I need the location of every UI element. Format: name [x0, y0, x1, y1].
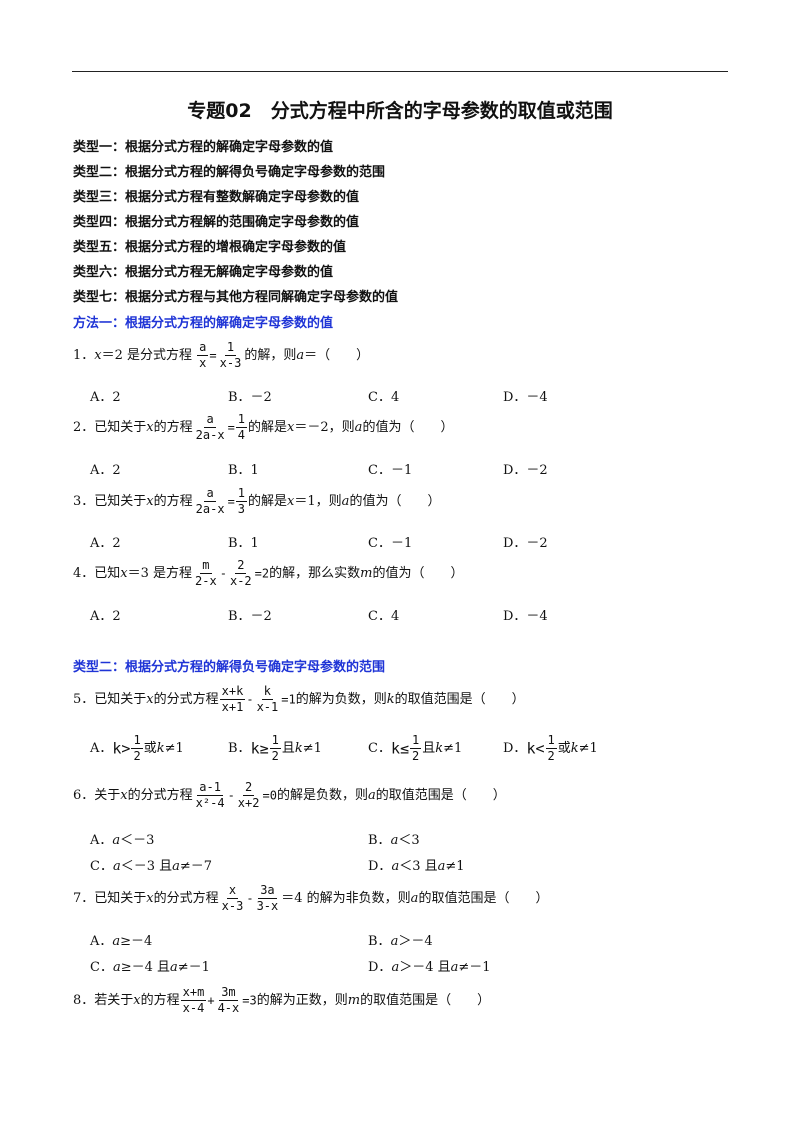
q3-option-c: C．－1 [368, 536, 413, 551]
q4-option-d: D．－4 [503, 609, 548, 624]
q3-option-d: D．－2 [503, 536, 548, 551]
q7-option-a: A．a≥－4 [90, 934, 153, 949]
q2-option-c: C．－1 [368, 463, 413, 478]
q1-option-b: B．－2 [228, 390, 272, 405]
q2-option-b: B．1 [228, 463, 259, 478]
q6-option-d: D．a＜3 且a≠1 [368, 859, 465, 874]
type-1: 类型一：根据分式方程的解确定字母参数的值 [73, 140, 334, 155]
q4-option-a: A．2 [90, 609, 121, 624]
section-heading-method-1: 方法一：根据分式方程的解确定字母参数的值 [73, 316, 334, 331]
section-heading-type-2: 类型二：根据分式方程的解得负号确定字母参数的范围 [73, 660, 386, 675]
type-7: 类型七：根据分式方程与其他方程同解确定字母参数的值 [73, 290, 399, 305]
top-rule [72, 71, 728, 72]
page-title: 专题02 分式方程中所含的字母参数的取值或范围 [187, 100, 613, 122]
q1-option-d: D．－4 [503, 390, 548, 405]
q7-option-c: C．a≥－4 且a≠－1 [90, 960, 210, 975]
type-4: 类型四：根据分式方程解的范围确定字母参数的值 [73, 215, 360, 230]
q4-option-b: B．－2 [228, 609, 272, 624]
q6-option-c: C．a＜－3 且a≠－7 [90, 859, 213, 874]
q4-option-c: C．4 [368, 609, 400, 624]
q2-option-d: D．－2 [503, 463, 548, 478]
q7-option-b: B．a＞－4 [368, 934, 433, 949]
type-3: 类型三：根据分式方程有整数解确定字母参数的值 [73, 190, 360, 205]
q2-option-a: A．2 [90, 463, 121, 478]
type-2: 类型二：根据分式方程的解得负号确定字母参数的范围 [73, 165, 386, 180]
q1-option-c: C．4 [368, 390, 400, 405]
type-5: 类型五：根据分式方程的增根确定字母参数的值 [73, 240, 347, 255]
q7-option-d: D．a＞－4 且a≠－1 [368, 960, 491, 975]
q1-option-a: A．2 [90, 390, 121, 405]
type-6: 类型六：根据分式方程无解确定字母参数的值 [73, 265, 334, 280]
q3-option-b: B．1 [228, 536, 259, 551]
q6-option-b: B．a＜3 [368, 833, 420, 848]
q3-option-a: A．2 [90, 536, 121, 551]
q6-option-a: A．a＜－3 [90, 833, 155, 848]
